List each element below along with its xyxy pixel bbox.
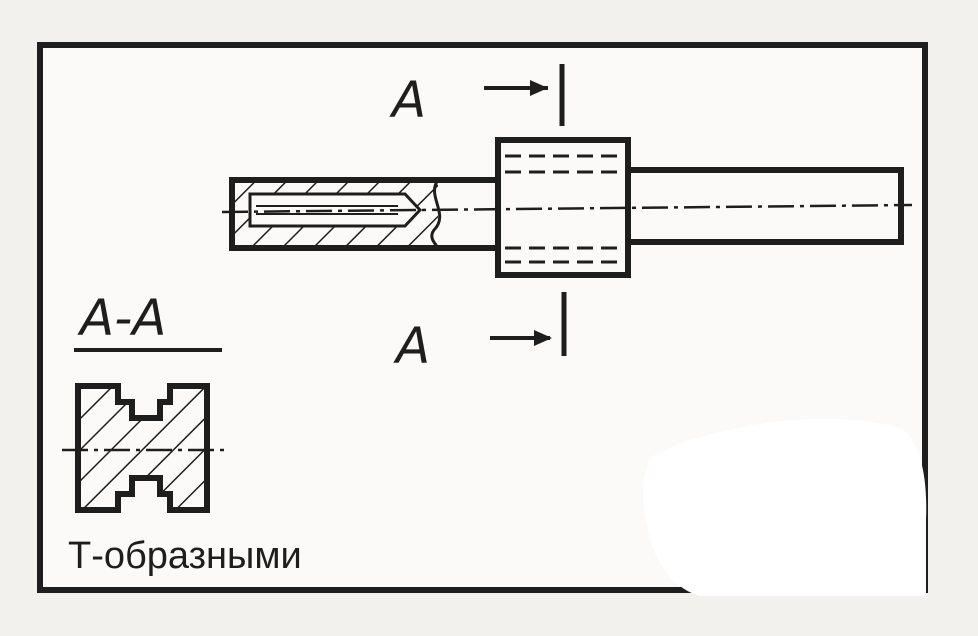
section-title: A-A [77,289,166,347]
axis-centerline [221,203,913,214]
section-letter-bottom: A [393,317,430,375]
worn-paper-patch [643,418,927,596]
section-mark-bottom: A [393,292,567,375]
section-view: A-A [62,289,228,513]
shaft-assembly [221,137,913,278]
section-letter-top: A [389,71,426,129]
caption-text: Т-образными [68,535,302,577]
section-mark-top: A [389,64,565,129]
break-line [430,179,442,249]
bore-cutaway [248,192,423,228]
t-slot-profile [75,383,210,513]
